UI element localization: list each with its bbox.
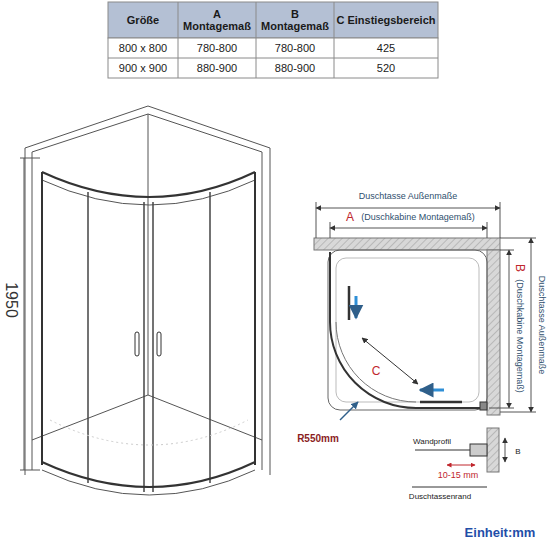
table-cell: 800 x 800: [109, 39, 177, 57]
dimension-letter: B: [512, 261, 526, 275]
mounting-size: (Duschkabine Montagemaß): [356, 212, 480, 224]
gap-dimension: 10-15 mm: [428, 470, 488, 482]
dimension-letter: B: [512, 446, 524, 458]
table-cell: 780-800: [257, 39, 333, 57]
radius-label: R550mm: [288, 431, 348, 445]
mounting-size: (Duschkabine Montagemaß): [513, 274, 525, 398]
unit-note: Einheit:mm: [458, 525, 542, 541]
dimension-letter: C: [369, 365, 383, 379]
table-cell: 780-800: [179, 39, 255, 57]
shower-perspective: [25, 106, 270, 495]
plan-dimensions: [316, 202, 536, 412]
table-header: B Montagemaß: [257, 3, 333, 37]
wall-profile-label: Wandprofil: [402, 436, 462, 448]
plan-view: [314, 238, 500, 420]
table-header: A Montagemaß: [179, 3, 255, 37]
table-cell: 425: [335, 39, 437, 57]
table-grid: [108, 2, 438, 78]
tray-outer-size: Duschtasse Außenmaße: [343, 191, 473, 203]
table-cell: 900 x 900: [109, 59, 177, 77]
table-cell: 880-900: [179, 59, 255, 77]
table-header: C Einstiegsbereich: [335, 3, 437, 37]
table-header: Größe: [109, 3, 177, 37]
height-dimension-value: 1950: [2, 275, 20, 325]
dimension-letter: A: [343, 211, 357, 225]
height-dimension: [20, 158, 40, 470]
table-cell: 880-900: [257, 59, 333, 77]
tray-edge-label: Duschtassenrand: [400, 491, 480, 503]
table-cell: 520: [335, 59, 437, 77]
tray-outer-size: Duschtasse Außenmaße: [535, 260, 547, 390]
